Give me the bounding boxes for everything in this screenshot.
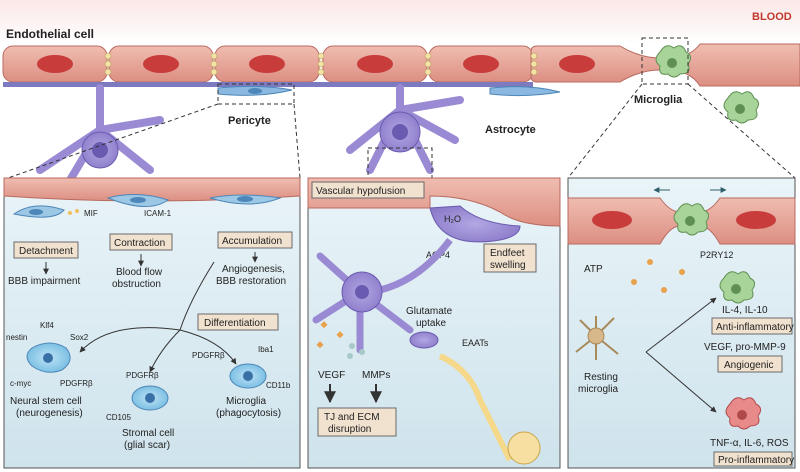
pro-inflammatory-box bbox=[713, 451, 793, 467]
iba1-label: Iba1 bbox=[258, 345, 274, 354]
differentiation-label: Differentiation bbox=[204, 318, 266, 329]
neuron-body bbox=[507, 431, 541, 465]
nestin-label: nestin bbox=[6, 333, 27, 342]
pdgfrb-stromal-label: PDGFRβ bbox=[126, 371, 159, 380]
microglia-free-icon bbox=[723, 91, 760, 124]
accumulation-label: Accumulation bbox=[222, 236, 282, 247]
pdgfrb-microglia-label: PDGFRβ bbox=[192, 351, 225, 360]
astrocyte-label: Astrocyte bbox=[485, 124, 536, 136]
bbb-impairment-label: BBB impairment bbox=[8, 276, 80, 287]
nsc-label-1: Neural stem cell bbox=[10, 396, 82, 407]
blood-label: BLOOD bbox=[752, 11, 792, 23]
tj-label-2: disruption bbox=[328, 424, 371, 435]
contraction-box bbox=[109, 233, 173, 251]
blood-flow-label-2: obstruction bbox=[112, 279, 161, 290]
vascular-hypofusion-label: Vascular hypofusion bbox=[316, 186, 405, 197]
cd105-label: CD105 bbox=[106, 413, 131, 422]
vegf-mmp9-label: VEGF, pro-MMP-9 bbox=[704, 342, 786, 353]
cd11b-label: CD11b bbox=[266, 381, 291, 390]
stromal-label-1: Stromal cell bbox=[122, 428, 174, 439]
pericyte-top-icon bbox=[217, 83, 561, 105]
contraction-label: Contraction bbox=[114, 238, 165, 249]
glutamate-label-1: Glutamate bbox=[406, 306, 453, 317]
astrocyte-center-icon bbox=[346, 84, 464, 179]
endothelial-layer bbox=[2, 43, 800, 87]
angiogenic-box bbox=[717, 355, 783, 373]
angiogenesis-label-1: Angiogenesis, bbox=[222, 264, 285, 275]
tj-label-1: TJ and ECM bbox=[324, 412, 380, 423]
endfeet-label-1: Endfeet bbox=[490, 248, 525, 259]
cmyc-label: c-myc bbox=[10, 379, 31, 388]
anti-inflammatory-box bbox=[711, 317, 793, 335]
pdgfrb-nsc-label: PDGFRβ bbox=[60, 379, 93, 388]
microglia-anti-icon bbox=[719, 271, 756, 304]
resting-microglia-icon bbox=[575, 316, 619, 360]
microglia-label: Microglia bbox=[634, 94, 683, 106]
resting-label-2: microglia bbox=[578, 384, 618, 395]
mg-label-1: Microglia bbox=[226, 396, 266, 407]
glutamate-label-2: uptake bbox=[416, 318, 446, 329]
pericyte-panel: MIF ICAM-1 Detachment BBB impairment Con… bbox=[3, 177, 301, 469]
stromal-label-2: (glial scar) bbox=[124, 440, 170, 451]
microglia-pro-icon bbox=[725, 397, 762, 430]
mif-label: MIF bbox=[84, 209, 98, 218]
resting-label-1: Resting bbox=[584, 372, 618, 383]
detachment-label: Detachment bbox=[19, 246, 73, 257]
klf4-label: Klf4 bbox=[40, 321, 54, 330]
astrocyte-left-icon bbox=[36, 84, 164, 184]
vegf-label: VEGF bbox=[318, 370, 345, 381]
angiogenic-label: Angiogenic bbox=[724, 360, 773, 371]
differentiation-box bbox=[197, 313, 279, 331]
angiogenesis-label-2: BBB restoration bbox=[216, 276, 286, 287]
p2ry12-label: P2RY12 bbox=[700, 250, 733, 260]
tj-ecm-box bbox=[317, 407, 397, 437]
microglia-pericyte-icon bbox=[229, 363, 267, 389]
microglia-top-icon bbox=[641, 37, 692, 85]
eaats-label: EAATs bbox=[462, 338, 489, 348]
astrocyte-panel: Vascular hypofusion H₂O AQP4 Endfeet swe… bbox=[307, 177, 561, 469]
h2o-label: H₂O bbox=[444, 214, 461, 224]
icam1-label: ICAM-1 bbox=[144, 209, 172, 218]
accumulation-box bbox=[217, 231, 293, 249]
blood-region bbox=[0, 0, 800, 44]
detachment-box bbox=[13, 241, 79, 259]
il4-label: IL-4, IL-10 bbox=[722, 305, 768, 316]
tnf-label: TNF-α, IL-6, ROS bbox=[710, 438, 789, 449]
neural-stem-cell-icon bbox=[26, 342, 71, 373]
blood-flow-label-1: Blood flow bbox=[116, 267, 163, 278]
mmps-label: MMPs bbox=[362, 370, 390, 381]
endfeet-label-2: swelling bbox=[490, 260, 526, 271]
pericyte-label: Pericyte bbox=[228, 115, 271, 127]
mg-label-2: (phagocytosis) bbox=[216, 408, 281, 419]
stromal-cell-icon bbox=[131, 385, 169, 411]
vascular-hypofusion-box bbox=[311, 181, 425, 199]
endfeet-box bbox=[483, 243, 537, 273]
anti-inflammatory-label: Anti-inflammatory bbox=[716, 322, 794, 333]
pro-inflammatory-label: Pro-inflammatory bbox=[718, 455, 794, 466]
atp-label: ATP bbox=[584, 264, 603, 275]
nsc-label-2: (neurogenesis) bbox=[16, 408, 83, 419]
microglia-panel: P2RY12 ATP IL-4, IL-10 Anti-inflammatory… bbox=[567, 177, 796, 469]
endothelial-cell-label: Endothelial cell bbox=[6, 27, 94, 41]
sox2-label: Sox2 bbox=[70, 333, 89, 342]
microglia-activated-icon bbox=[673, 203, 710, 236]
